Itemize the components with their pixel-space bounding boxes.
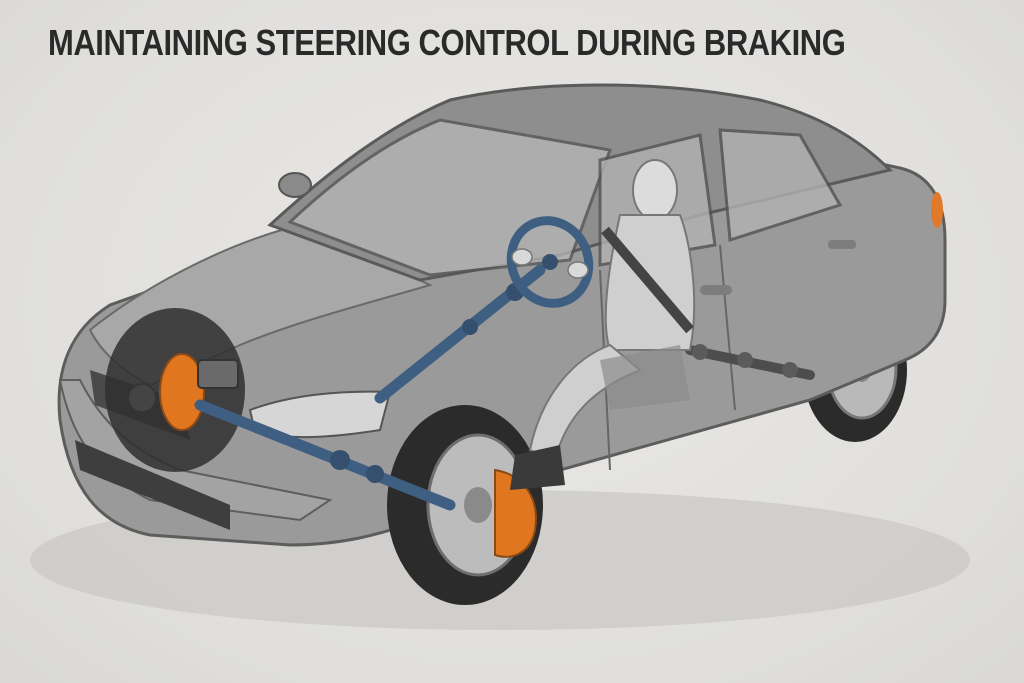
car-body [57,83,947,547]
driver [510,159,696,490]
driver-seat [600,345,690,410]
front-left-brake-disc [159,353,205,431]
front-left-wheel [105,308,245,472]
drivetrain-shaft [685,344,815,380]
driver-shoe [510,445,565,490]
steering-system [194,216,594,511]
seat-belt [601,226,694,334]
diagram-title: MAINTAINING STEERING CONTROL DURING BRAK… [48,22,846,63]
steering-wheel [506,216,594,308]
steering-rack [194,399,456,511]
front-right-wheel [387,405,543,605]
brake-caliper [197,359,239,389]
lower-grille [75,440,230,530]
driver-head [632,159,678,221]
